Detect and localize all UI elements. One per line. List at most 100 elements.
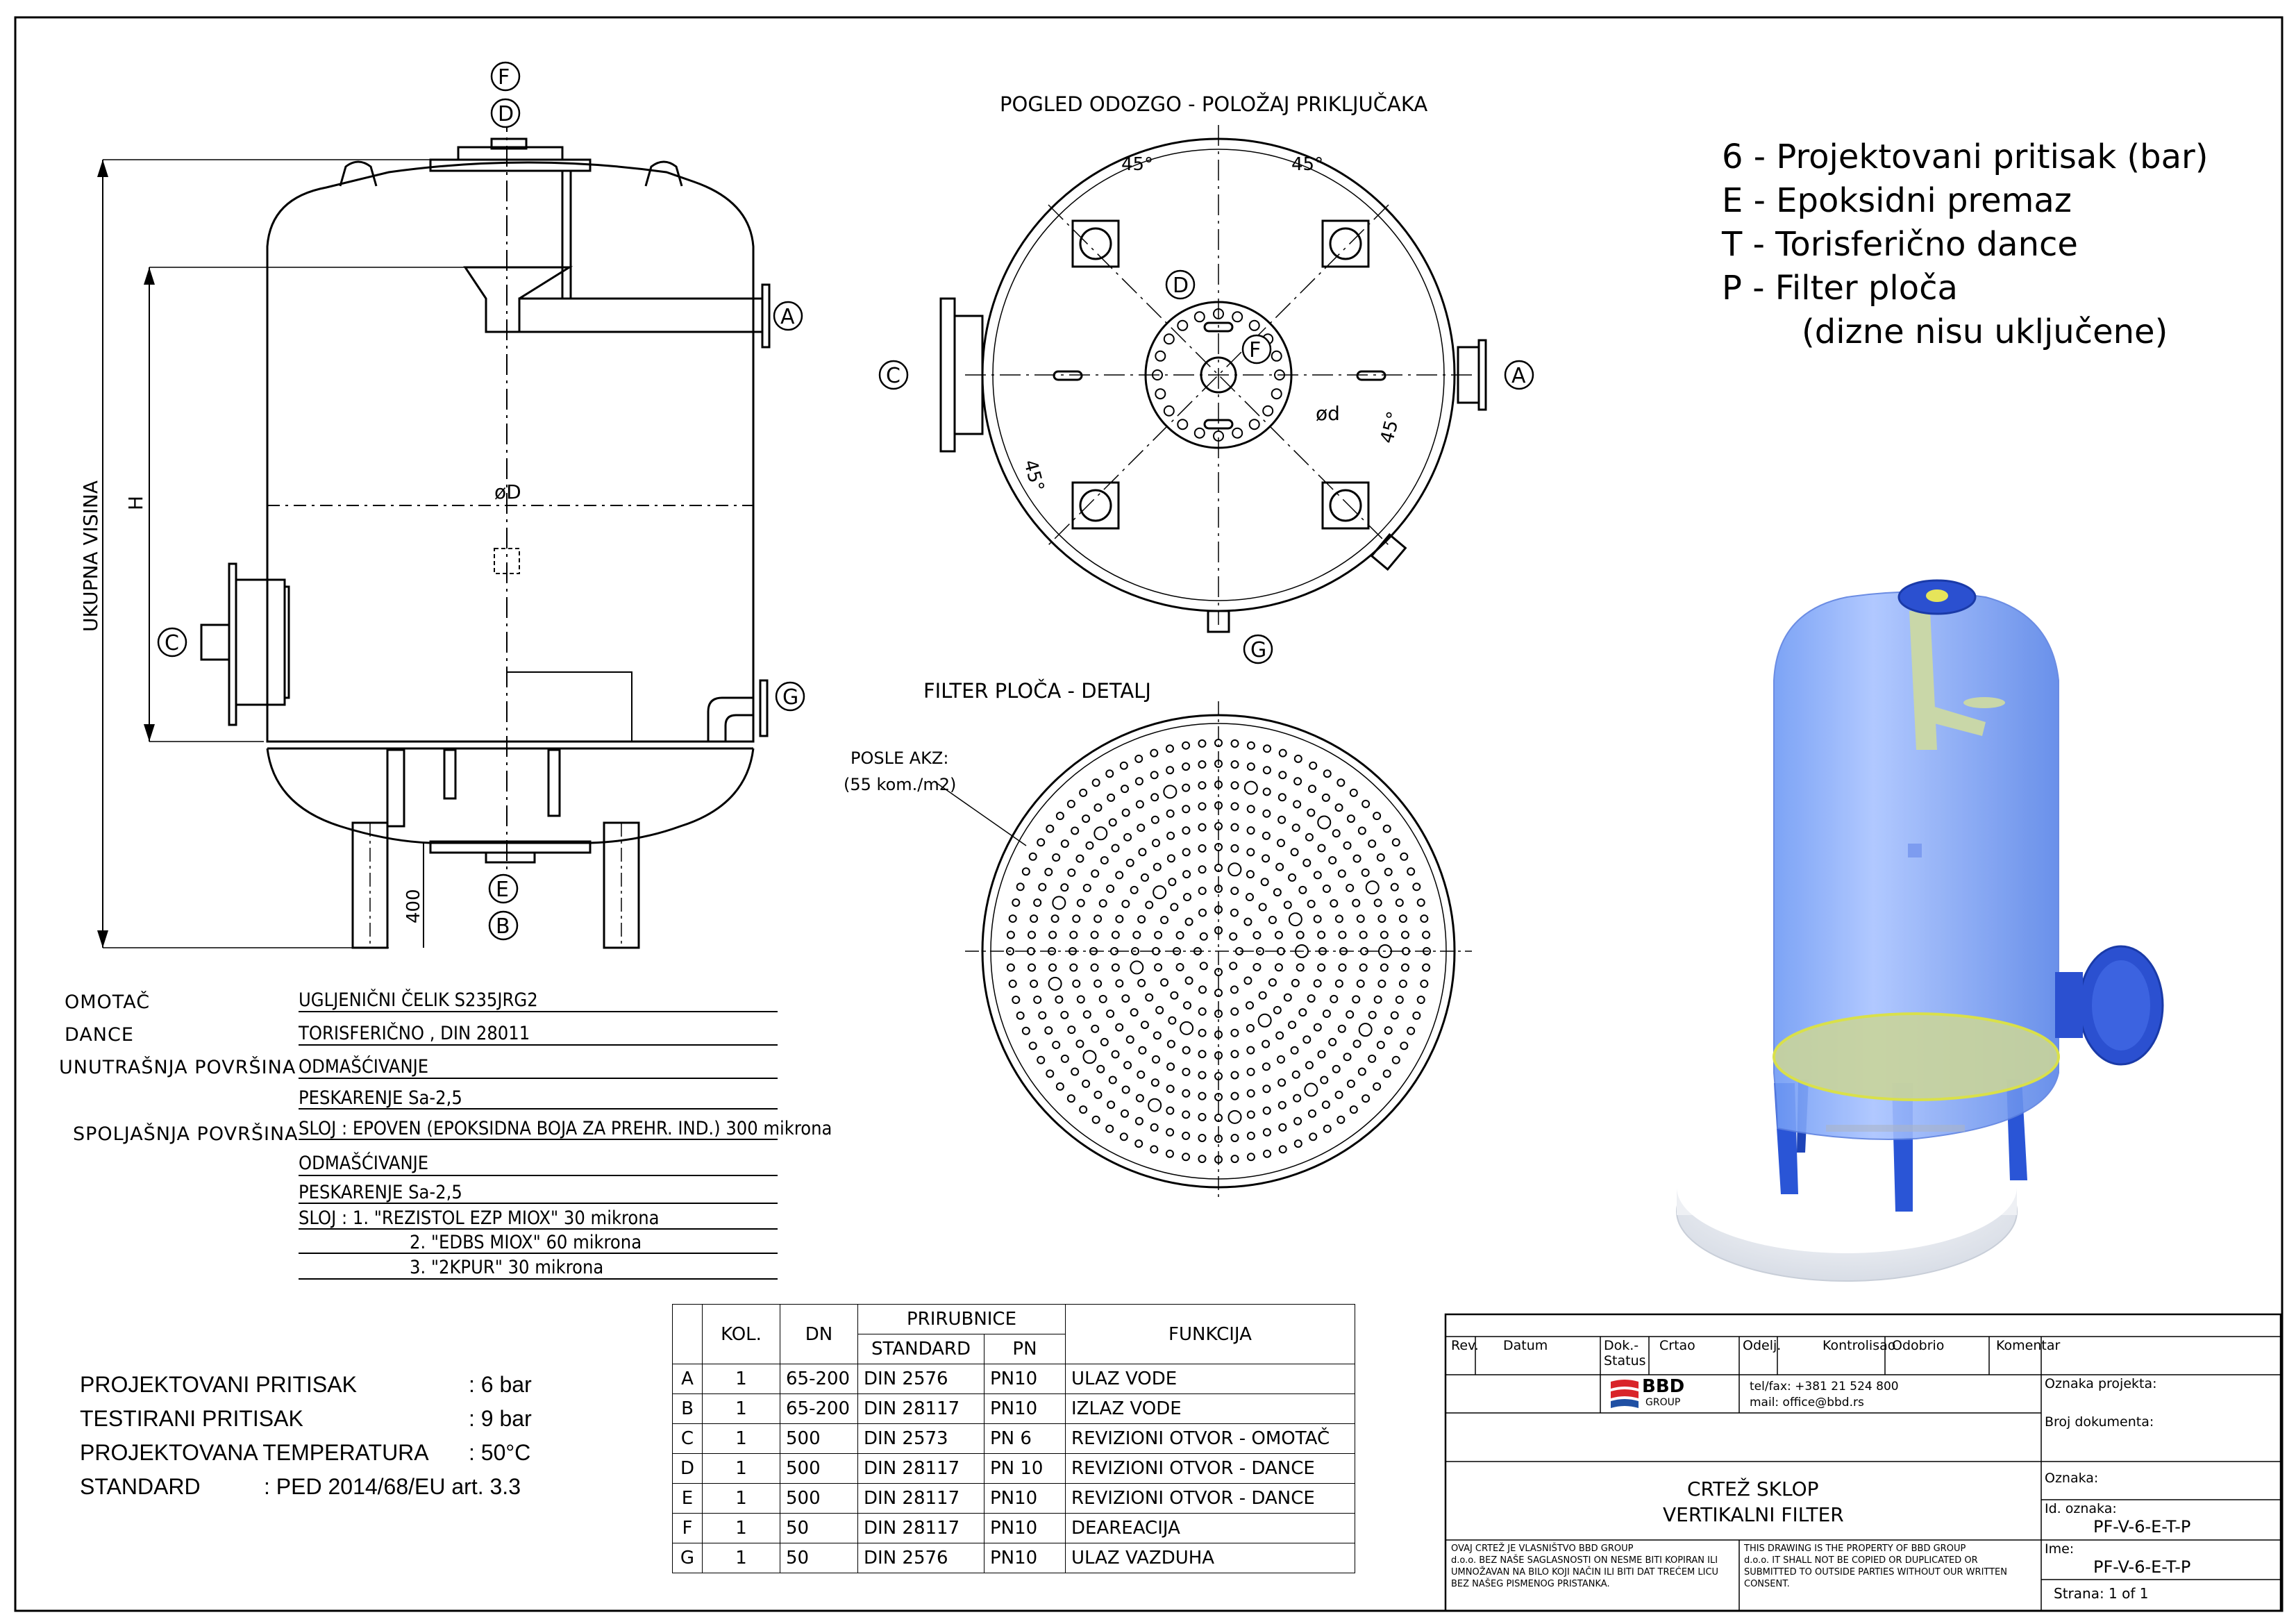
nozzle-hole [1198,985,1207,994]
nozzle-hole [1420,979,1429,988]
nozzle-hole [1332,1064,1341,1073]
row-kol: 1 [702,1393,780,1424]
bolt-hole [1248,319,1260,331]
nozzle-hole [1278,748,1287,757]
nozzle-hole [1214,864,1223,872]
nozzle-hole [1400,852,1409,861]
company-name: BBD [1642,1376,1685,1397]
nozzle-hole [1105,1124,1114,1133]
nozzle-hole [1230,1091,1239,1100]
nozzle-hole [1323,769,1332,778]
nozzle-hole [1313,914,1322,923]
nozzle-hole [1154,930,1163,939]
notice-sr: OVAJ CRTEŽ JE VLASNIŠTVO BBD GROUP d.o.o… [1451,1543,1718,1590]
tb-mark-label: Oznaka: [2045,1471,2099,1486]
nozzle-hole [1214,1051,1223,1060]
notice-sr-line: d.o.o. BEZ NAŠE SAGLASNOSTI ON NESME BIT… [1451,1555,1718,1566]
nozzle-hole [1038,1011,1047,1020]
nozzle-hole [1130,960,1144,975]
nozzle-hole [1173,947,1181,955]
row-standard: DIN 2573 [857,1423,984,1454]
spec-label-test: TESTIRANI PRITISAK [80,1406,303,1431]
nozzle-hole [1028,1041,1037,1050]
material-label-outer-surface: SPOLJAŠNJA POVRŠINA [73,1123,299,1145]
nozzle-hole [1006,947,1014,955]
nozzle-hole [1069,930,1078,939]
col-funkcija: FUNKCIJA [1065,1304,1355,1364]
nozzle-hole [1183,893,1191,902]
nozzle-hole [1268,978,1277,987]
nozzle-hole [1067,1026,1076,1035]
bolt-hole [1271,388,1282,400]
nozzle-hole [1290,1046,1299,1055]
tb-header-date: Datum [1503,1338,1548,1353]
nozzle-hole [1090,930,1099,939]
nozzle-hole [1079,1105,1088,1114]
nozzle-hole [1293,754,1302,763]
nozzle-hole [1046,1069,1055,1078]
nozzle-hole [1283,993,1292,1002]
nozzle-hole [1230,1028,1239,1037]
nozzle-hole [1150,1145,1159,1154]
nozzle-hole [1137,823,1146,832]
row-dn: 500 [780,1453,858,1484]
row-pn: PN 10 [984,1453,1066,1484]
nozzle-hole [1105,769,1114,778]
bolt-hole [1155,350,1166,362]
row-pn: PN10 [984,1393,1066,1424]
nozzle-hole [1288,873,1297,882]
nozzle-hole [1115,979,1124,988]
nozzle-hole [1398,914,1407,923]
nozzle-hole [1166,1085,1175,1094]
legend-item-T: T - Torisferično dance [1722,225,2078,264]
nozzle-hole [1214,780,1223,789]
angle-label-2: 45° [1291,154,1323,175]
nozzle-hole [1153,1031,1162,1040]
row-standard: DIN 28117 [857,1453,984,1484]
spec-value-standard: : PED 2014/68/EU art. 3.3 [264,1474,521,1499]
nozzle-hole [1182,762,1191,771]
material-value-9: 3. "2KPUR" 30 mikrona [410,1257,604,1278]
bbd-logo [1611,1380,1639,1408]
total-height-label: UKUPNA VISINA [79,480,102,632]
nozzle-hole [1302,1035,1312,1044]
nozzle-hole [1317,963,1326,972]
nozzle-hole [1214,822,1223,830]
row-funkcija: ULAZ VAZDUHA [1065,1543,1355,1573]
nozzle-hole [1293,1116,1302,1125]
nozzle-hole [1402,947,1410,955]
nozzle-hole [1184,917,1193,926]
nozzle-tags-side-view: F D A C G E B [157,61,805,941]
nozzle-hole [1170,903,1179,912]
nozzle-hole [1230,760,1239,769]
tag-C-top: C [886,364,900,388]
nozzle-hole [1291,1070,1300,1079]
tag-A-side: A [780,305,795,329]
nozzle-hole [1069,963,1078,972]
bolt-hole [1163,333,1175,345]
row-dn: 50 [780,1513,858,1543]
nozzle-hole [1260,878,1269,887]
nozzle-hole [1258,991,1267,1000]
nozzle-hole [1123,832,1132,842]
nozzle-hole [1166,766,1175,775]
nozzle-hole [1193,947,1202,955]
nozzle-hole [1400,963,1409,972]
nozzle-hole [1376,1041,1385,1049]
nozzle-hole [1262,1062,1271,1071]
filter-plate-title: FILTER PLOČA - DETALJ [923,679,1151,703]
nozzle-hole [1246,848,1255,857]
nozzle-hole [1130,1008,1139,1017]
nozzle-hole [1229,962,1238,971]
company-mail: mail: office@bbd.rs [1750,1396,1864,1409]
nozzle-hole [1182,783,1191,792]
nozzle-hole [1082,883,1091,892]
nozzle-hole [1214,1155,1223,1164]
material-label-shell: OMOTAČ [65,991,151,1013]
bolt-hole [1177,319,1189,331]
angle-label-1: 45° [1121,154,1153,175]
nozzle-hole [1230,1007,1239,1016]
nozzle-hole [1246,1153,1255,1162]
